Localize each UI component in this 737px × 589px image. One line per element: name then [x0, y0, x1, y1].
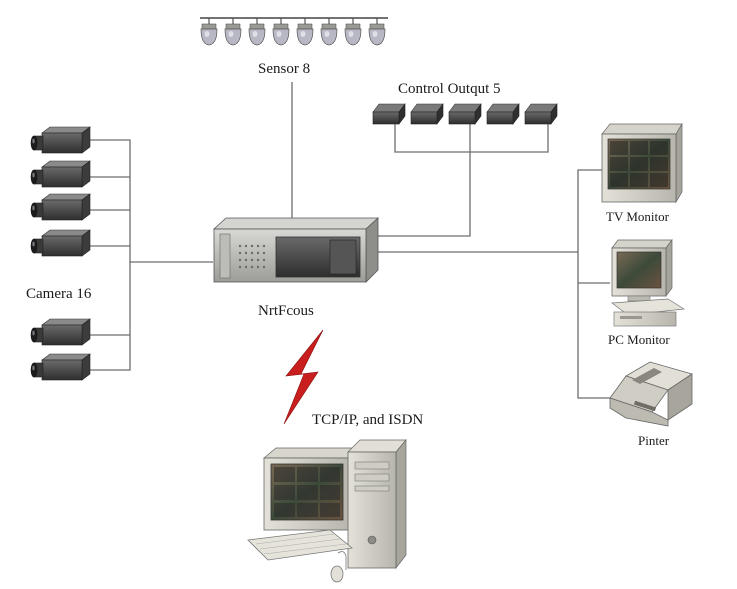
sensor-dome-icon [224, 18, 242, 46]
tv-monitor-label: TV Monitor [606, 209, 670, 224]
control-output-label: Control Outqut 5 [398, 81, 501, 97]
camera-bus-line [80, 139, 131, 371]
pc-monitor-label: PC Monitor [608, 332, 670, 347]
camera-icon [30, 160, 91, 188]
sensor-dome-icon [320, 18, 338, 46]
server-unit [212, 217, 380, 283]
server-vent-grille [238, 244, 266, 269]
pc-monitor-screen [616, 251, 662, 289]
workstation-mouse [330, 565, 344, 583]
sensor-dome-icon [344, 18, 362, 46]
control-output-module-icon [410, 103, 444, 125]
control-output-module-icon [372, 103, 406, 125]
network-label: TCP/IP, and ISDN [312, 412, 423, 428]
camera-icon [30, 126, 91, 154]
control-output-row [372, 103, 558, 125]
printer-label: Pinter [638, 433, 670, 448]
camera-icon [30, 193, 91, 221]
control-output-module-icon [486, 103, 520, 125]
camera-label: Camera 16 [26, 286, 92, 302]
sensor-dome-icon [368, 18, 386, 46]
workstation-keyboard [247, 529, 353, 561]
tv-monitor [601, 122, 683, 204]
control-output-bus-line [394, 124, 549, 153]
sensor-dome-icon [248, 18, 266, 46]
sensor-dome-icon [296, 18, 314, 46]
control-output-to-server-line [376, 152, 471, 237]
network-lightning-icon [283, 329, 324, 425]
camera-icon [30, 318, 91, 346]
sensor-dome-icon [200, 18, 218, 46]
control-output-module-icon [448, 103, 482, 125]
pc-monitor [611, 238, 686, 327]
control-output-module-icon [524, 103, 558, 125]
remote-workstation [247, 439, 407, 583]
camera-icon [30, 353, 91, 381]
workstation-tower [347, 451, 397, 569]
server-label: NrtFcous [258, 303, 314, 319]
sensor-label: Sensor 8 [258, 61, 310, 77]
printer [609, 361, 693, 427]
camera-group [30, 126, 91, 381]
peripheral-bus-line [577, 169, 610, 399]
camera-icon [30, 229, 91, 257]
sensor-dome-icon [272, 18, 290, 46]
connection-lines [80, 82, 610, 399]
sensor-row [200, 17, 388, 46]
